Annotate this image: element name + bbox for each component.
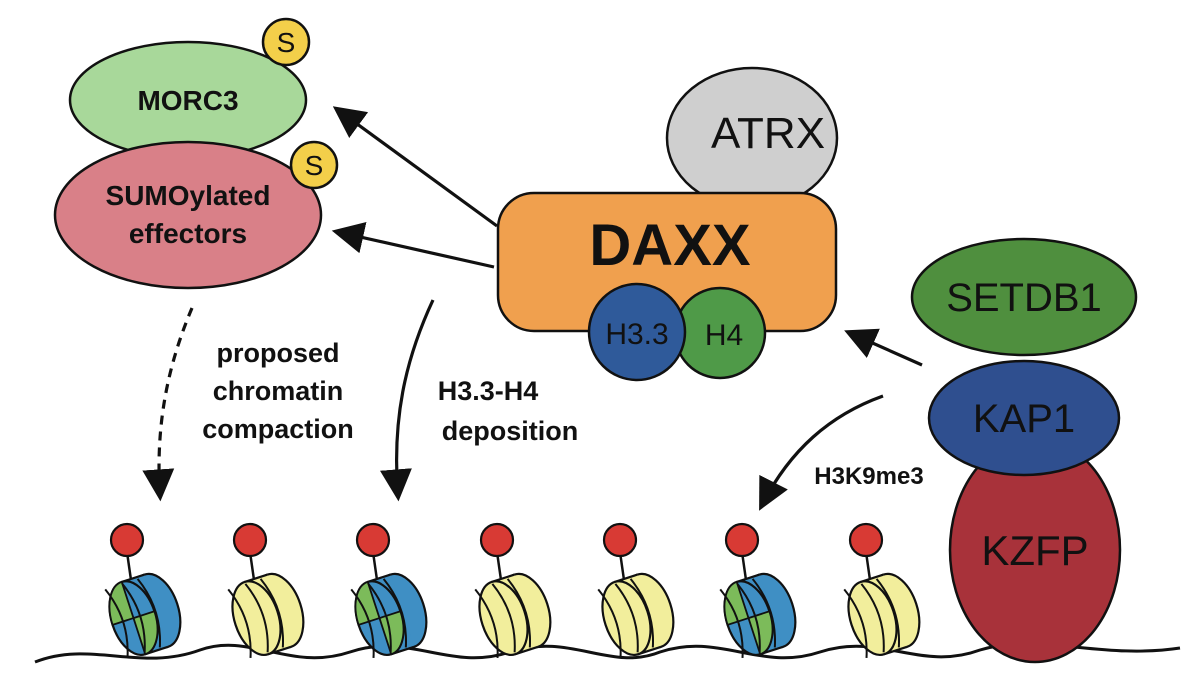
daxx-label: DAXX xyxy=(589,213,750,278)
morc3-label: MORC3 xyxy=(137,85,238,116)
h3k9me3-mark xyxy=(724,522,760,558)
morc3-protein: MORC3 xyxy=(68,40,308,160)
atrx-label: ATRX xyxy=(711,109,825,158)
h3k9me3-mark xyxy=(479,522,515,558)
setdb1-label: SETDB1 xyxy=(946,276,1102,320)
nucleosome-core xyxy=(474,572,552,658)
deposition-label-line1: H3.3-H4 xyxy=(438,376,539,406)
h33-histone: H3.3 xyxy=(587,282,687,382)
deposition-label-line2: deposition xyxy=(442,416,579,446)
kap1-label: KAP1 xyxy=(973,397,1075,441)
nucleosome-h33 xyxy=(104,522,182,658)
nucleosome-canonical xyxy=(843,522,921,658)
h4-label: H4 xyxy=(705,319,743,352)
h3k9me3-mark xyxy=(355,522,391,558)
arrow-daxx-to-morc3 xyxy=(332,106,498,228)
arrow-deposition xyxy=(380,299,435,502)
dna-strand xyxy=(34,642,1181,664)
sumo-tag-effectors: S xyxy=(289,140,339,190)
sumoylated-effectors: SUMOylated effectors xyxy=(53,140,323,290)
nucleosome-canonical xyxy=(597,522,675,658)
nucleosome-core xyxy=(597,572,675,658)
setdb1-protein: SETDB1 xyxy=(910,237,1138,357)
atrx-protein: ATRX xyxy=(665,66,839,210)
sumo-label-line1: SUMOylated xyxy=(106,180,271,211)
kap1-protein: KAP1 xyxy=(927,359,1121,477)
sumo-tag-morc3: S xyxy=(261,17,311,67)
nucleosome-core xyxy=(227,572,305,658)
arrow-compaction-dashed xyxy=(142,307,194,502)
nucleosome-core xyxy=(104,572,182,658)
nucleosome-h33 xyxy=(719,522,797,658)
h3k9me3-mark xyxy=(232,522,268,558)
h3k9me3-mark xyxy=(602,522,638,558)
nucleosome-canonical xyxy=(227,522,305,658)
h3k9me3-label: H3K9me3 xyxy=(814,463,923,490)
arrow-daxx-to-effectors xyxy=(331,221,495,269)
compaction-label-line1: proposed xyxy=(216,338,339,368)
sumo-tag-label: S xyxy=(277,27,296,58)
sumo-label-line2: effectors xyxy=(129,218,247,249)
nucleosome-core xyxy=(843,572,921,658)
arrow-kap1-to-daxx xyxy=(844,328,923,367)
nucleosome-h33 xyxy=(350,522,428,658)
h3k9me3-mark xyxy=(109,522,145,558)
compaction-label-line2: chromatin xyxy=(213,376,344,406)
arrow-h3k9me3 xyxy=(759,394,884,511)
compaction-label-line3: compaction xyxy=(202,414,354,444)
nucleosome-canonical xyxy=(474,522,552,658)
nucleosome-core xyxy=(350,572,428,658)
h3k9me3-mark xyxy=(848,522,884,558)
h33-label: H3.3 xyxy=(605,318,668,351)
h4-histone: H4 xyxy=(673,286,767,380)
sumo-tag-label: S xyxy=(305,150,324,181)
kzfp-label: KZFP xyxy=(981,527,1088,574)
nucleosome-core xyxy=(719,572,797,658)
daxx-protein: DAXX xyxy=(496,191,838,333)
nucleosome-row xyxy=(104,522,921,658)
